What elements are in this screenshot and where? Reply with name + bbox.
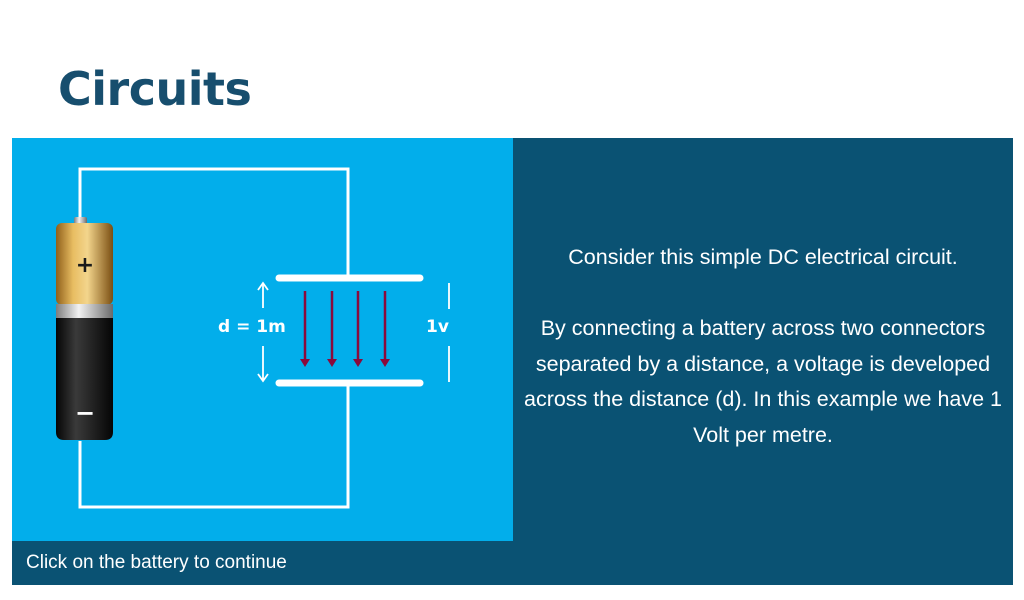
distance-label: d = 1m <box>218 317 286 337</box>
voltage-label: 1v <box>426 317 449 337</box>
footer-bar: Click on the battery to continue <box>12 541 513 585</box>
circuit-diagram-panel: d = 1m 1v + − <box>12 138 513 541</box>
circuit-diagram: d = 1m 1v + − <box>56 167 450 509</box>
positive-sign: + <box>76 253 94 278</box>
page-title: Circuits <box>58 62 252 116</box>
field-arrows <box>300 291 390 367</box>
distance-indicator <box>257 281 269 383</box>
top-wire <box>78 167 350 278</box>
negative-sign: − <box>75 399 95 427</box>
continue-instruction: Click on the battery to continue <box>26 552 287 573</box>
description-body: By connecting a battery across two conne… <box>523 316 1003 447</box>
battery-gold-top <box>56 223 113 305</box>
field-arrow <box>353 291 363 367</box>
field-arrow <box>300 291 310 367</box>
battery[interactable]: + − <box>56 217 113 440</box>
description-panel: Consider this simple DC electrical circu… <box>513 138 1013 585</box>
bottom-wire <box>78 386 350 509</box>
field-arrow <box>380 291 390 367</box>
field-arrow <box>327 291 337 367</box>
circuit-wires <box>78 167 350 509</box>
battery-black-body <box>56 318 113 440</box>
battery-silver-band <box>56 304 113 318</box>
description-intro: Consider this simple DC electrical circu… <box>568 245 958 269</box>
